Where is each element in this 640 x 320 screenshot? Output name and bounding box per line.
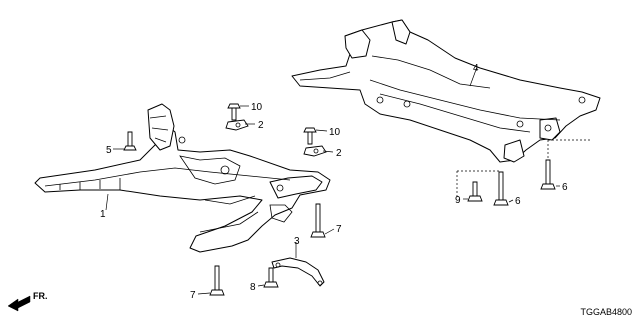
callout-5: 5 [106,145,112,156]
callout-7b: 7 [190,290,196,301]
bolt-9 [467,181,483,202]
bracket-2b [303,145,327,157]
callout-6b: 6 [562,182,568,193]
front-subframe [34,103,331,253]
front-direction-arrow: FR. [7,291,48,312]
arrow-left-icon [7,295,31,312]
bolt-7a [310,203,326,238]
callout-10a: 10 [251,102,263,113]
washer-bolt-10b [303,127,317,145]
washer-bolt-10a [227,103,241,121]
bolt-6a [493,171,509,206]
callout-3: 3 [294,236,300,247]
callout-2a: 2 [258,120,264,131]
direction-label: FR. [33,291,48,301]
bolt-7b [209,265,225,296]
bracket-2a [225,119,249,131]
callout-1: 1 [100,209,106,220]
bolt-8 [263,267,279,288]
callout-numbers: 1 2 2 3 4 5 6 6 7 7 8 9 10 10 [100,63,568,301]
callout-2b: 2 [336,148,342,159]
rear-subframe [291,19,601,163]
callout-10b: 10 [329,127,341,138]
callout-9: 9 [455,195,461,206]
diagram-code: TGGAB4800 [580,307,632,317]
leader-lines [105,66,590,295]
callout-8: 8 [250,282,256,293]
bolt-6b [540,159,556,190]
callout-7a: 7 [336,224,342,235]
bolt-5 [123,131,137,151]
brace [271,257,325,287]
callout-6a: 6 [515,196,521,207]
callout-4: 4 [473,63,479,74]
